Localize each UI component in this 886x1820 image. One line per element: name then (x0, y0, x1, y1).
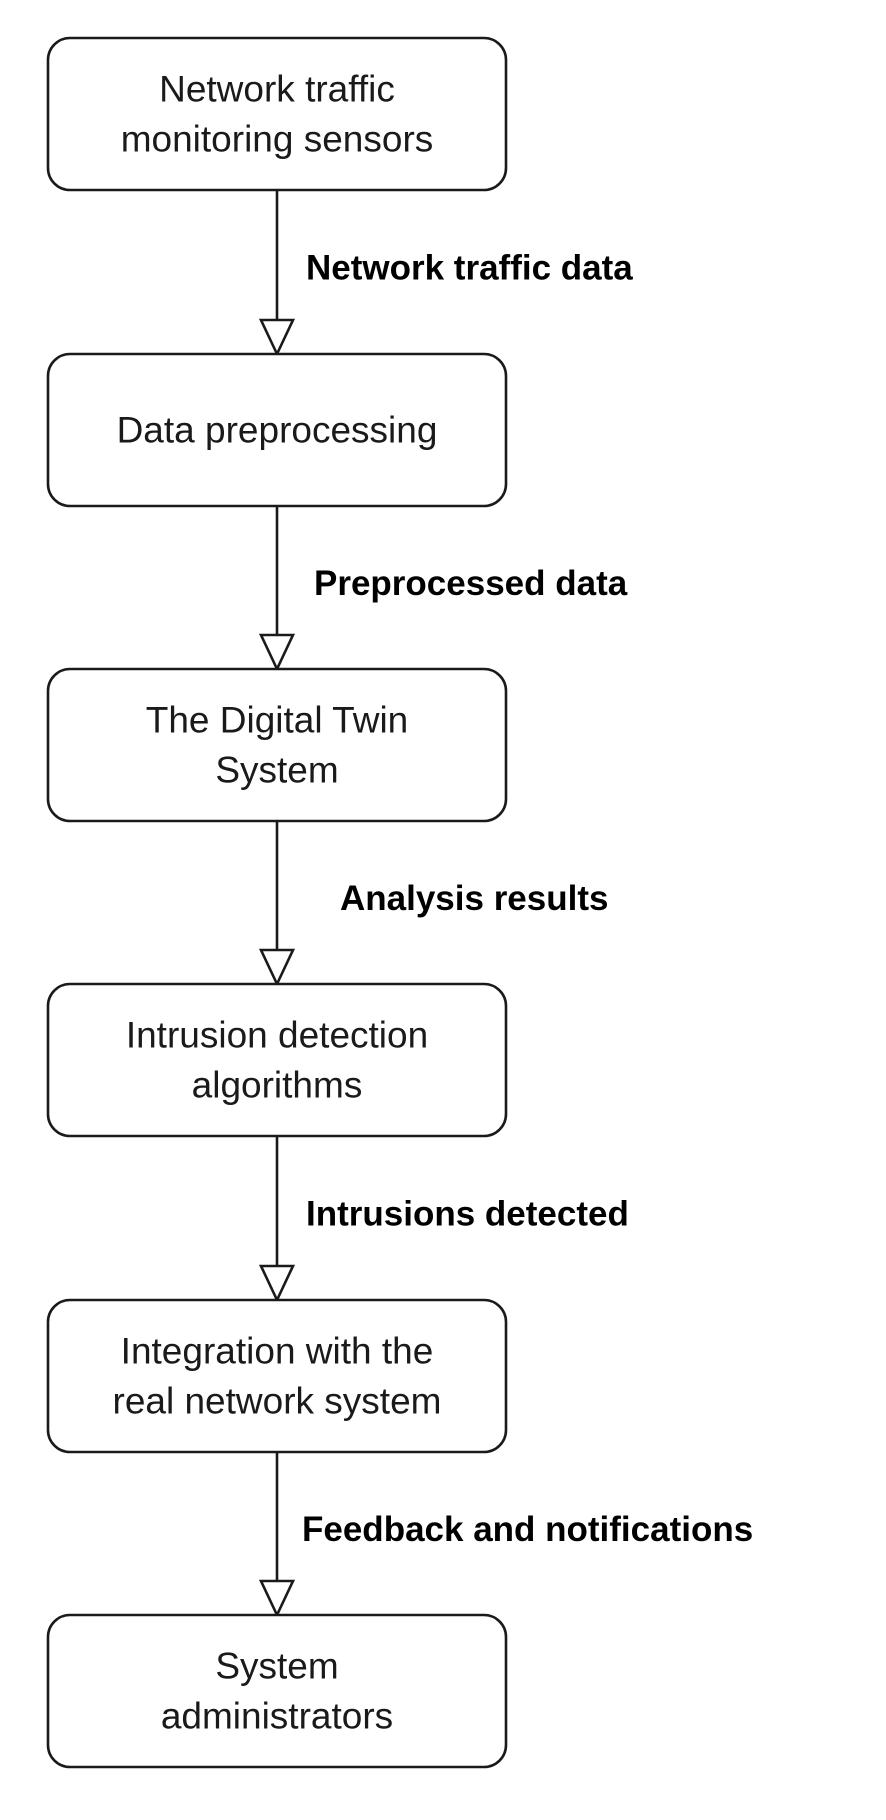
node-preprocessing: Data preprocessing (46, 352, 508, 508)
node-label-line: Data preprocessing (117, 410, 438, 451)
edge-label: Intrusions detected (306, 1195, 629, 1234)
node-label-line: Network traffic (159, 69, 395, 110)
edge-label: Analysis results (340, 879, 608, 918)
node-label-line: System (215, 1646, 338, 1687)
edge-sensors-to-preprocessing: Network traffic data (258, 190, 633, 358)
node-box (46, 36, 508, 192)
edge-label: Network traffic data (306, 249, 633, 288)
node-sensors: Network traffic monitoring sensors (46, 36, 508, 192)
arrowhead-icon (258, 318, 296, 358)
edge-preprocessing-to-digital-twin: Preprocessed data (258, 506, 628, 673)
node-label-line: monitoring sensors (121, 119, 434, 160)
node-label-line: algorithms (192, 1065, 363, 1106)
edge-label: Preprocessed data (314, 564, 628, 603)
node-label-line: administrators (161, 1696, 393, 1737)
arrowhead-icon (258, 948, 296, 988)
node-box (46, 982, 508, 1138)
edge-integration-to-administrators: Feedback and notifications (258, 1452, 753, 1619)
node-label-line: The Digital Twin (146, 700, 409, 741)
node-box (46, 1298, 508, 1454)
node-box (46, 1613, 508, 1769)
node-box (46, 667, 508, 823)
node-label-line: real network system (113, 1381, 442, 1422)
arrowhead-icon (258, 1264, 296, 1304)
node-integration: Integration with the real network system (46, 1298, 508, 1454)
arrowhead-icon (258, 1579, 296, 1619)
node-box (46, 352, 508, 508)
node-label-line: System (215, 750, 338, 791)
arrowhead-icon (258, 633, 296, 673)
node-label-line: Integration with the (121, 1331, 434, 1372)
node-intrusion-detection: Intrusion detection algorithms (46, 982, 508, 1138)
edge-intrusion-detection-to-integration: Intrusions detected (258, 1136, 629, 1304)
node-administrators: System administrators (46, 1613, 508, 1769)
edge-digital-twin-to-intrusion-detection: Analysis results (258, 821, 608, 988)
edge-label: Feedback and notifications (302, 1510, 753, 1549)
node-label-line: Intrusion detection (126, 1015, 428, 1056)
